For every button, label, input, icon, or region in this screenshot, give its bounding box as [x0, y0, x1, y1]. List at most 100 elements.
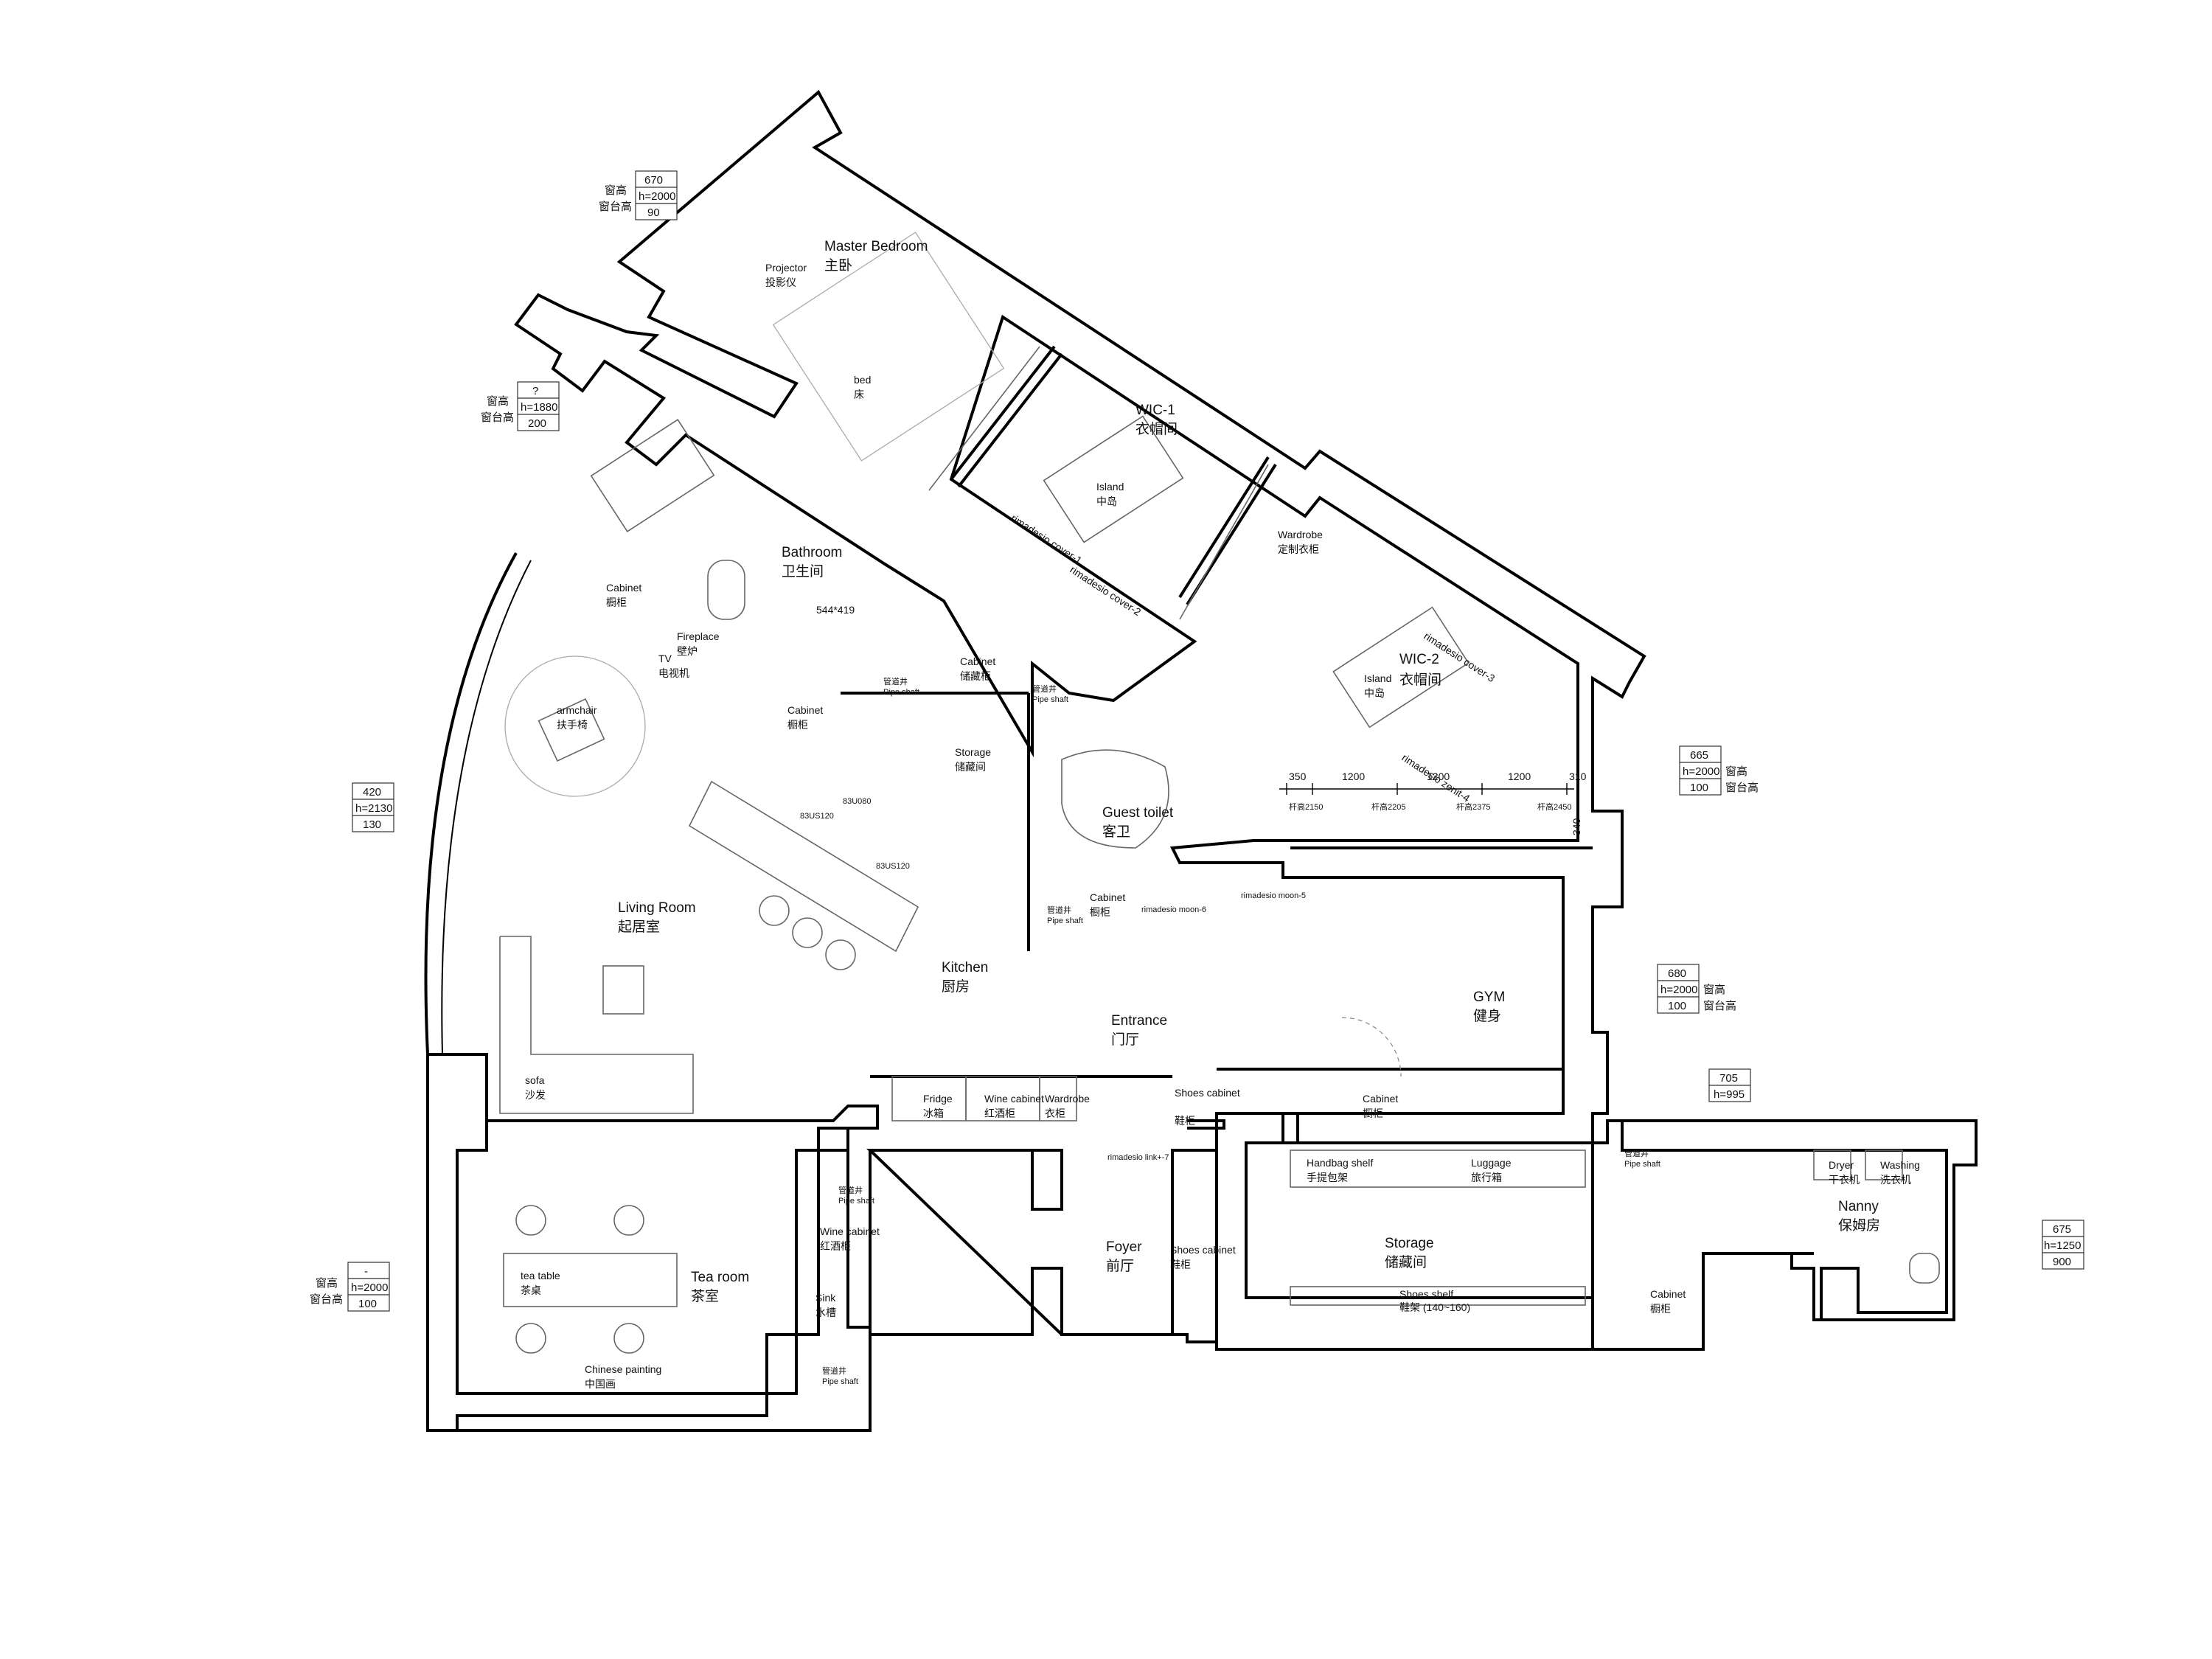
island1-label: Island [1096, 481, 1124, 493]
island1-label-cn: 中岛 [1096, 495, 1117, 507]
luggage-label-cn: 旅行箱 [1471, 1172, 1502, 1183]
w4-v0: 665 [1690, 749, 1708, 762]
pipe-bath2-label: Pipe shaft [1032, 695, 1068, 704]
dim-seg-2: 1200 [1427, 771, 1450, 782]
fireplace-label-cn: 壁炉 [677, 645, 698, 657]
dim-seg-4: 310 [1569, 771, 1587, 782]
wic1-label-cn: 衣帽间 [1135, 421, 1178, 437]
cabinet-lr2-label-cn: 橱柜 [787, 719, 808, 731]
living-room-label: Living Room [618, 900, 696, 916]
dimension-line: 350 1200 1200 1200 310 杆高2150 杆高2205 杆高2… [1279, 771, 1587, 835]
storage-big-label: Storage [1385, 1236, 1434, 1251]
pipe-bath1-label-cn: 管道井 [883, 676, 908, 686]
cabinet-lr2-label: Cabinet [787, 704, 823, 716]
tv-label-cn: 电视机 [658, 667, 689, 679]
bath-size-label: 544*419 [816, 604, 855, 616]
shoes-shelf-label: Shoes shelf [1399, 1288, 1453, 1300]
w8-v1: h=2000 [351, 1281, 388, 1294]
nanny-label: Nanny [1838, 1199, 1879, 1214]
fireplace-label: Fireplace [677, 630, 720, 642]
wardrobe2-label: Wardrobe [1045, 1093, 1090, 1105]
wic2-label-cn: 衣帽间 [1399, 672, 1441, 688]
rod-height-1: 杆高2205 [1371, 801, 1405, 812]
w2-cn-bottom: 窗台高 [481, 411, 514, 424]
pipe-bath1-label: Pipe shaft [883, 688, 919, 697]
code-0-label: 83US120 [800, 812, 834, 821]
w4-cn-bottom: 窗台高 [1725, 781, 1759, 794]
wardrobe-label: Wardrobe [1278, 529, 1323, 540]
cabinet-storage-label-cn: 储藏柜 [960, 670, 991, 682]
walls [424, 89, 1978, 1432]
kitchen-label: Kitchen [942, 960, 988, 975]
tv-label: TV [658, 653, 672, 664]
w5-cn-bottom: 窗台高 [1703, 999, 1736, 1012]
bathroom-label-cn: 卫生间 [782, 563, 824, 580]
window-tag-w2: ? h=1880 200 窗高 窗台高 [481, 381, 560, 431]
shoes-cab2-label-cn: 鞋柜 [1170, 1259, 1191, 1270]
zenit4-label: rimadesio zenit-4 [1399, 751, 1472, 804]
pipe-st-label-cn: 管道井 [1624, 1148, 1649, 1158]
storage-k-label: Storage [955, 746, 991, 758]
cabinet-bath-label-cn: 橱柜 [606, 597, 627, 608]
pipe-bath2-label-cn: 管道井 [1032, 684, 1057, 694]
dim-seg-1: 1200 [1342, 771, 1365, 782]
wardrobe2-label-cn: 衣柜 [1045, 1107, 1065, 1119]
wine-cab2-label-cn: 红酒柜 [820, 1240, 851, 1252]
storage-k-label-cn: 储藏间 [955, 761, 986, 773]
tea-table-label: tea table [521, 1270, 560, 1281]
window-tag-w6: 705 h=995 [1708, 1068, 1751, 1102]
window-tags: 670 h=2000 90 窗高 窗台高 ? h=1880 200 窗高 窗台高… [310, 170, 2084, 1312]
foyer-label: Foyer [1106, 1239, 1142, 1255]
sink-label: Sink [815, 1292, 836, 1304]
living-room-label-cn: 起居室 [618, 919, 660, 935]
shoes-cab1-label-cn: 鞋柜 [1175, 1115, 1195, 1127]
w8-v0: - [364, 1265, 368, 1278]
bed-label-cn: 床 [854, 389, 864, 400]
armchair-label: armchair [557, 704, 597, 716]
washing-label-cn: 洗衣机 [1880, 1174, 1911, 1186]
storage-big-label-cn: 储藏间 [1385, 1254, 1427, 1270]
projector-label-cn: 投影仪 [765, 276, 796, 288]
window-tag-w7: 675 h=1250 900 [2042, 1220, 2084, 1270]
pipe-gt-label-cn: 管道井 [1047, 905, 1071, 915]
w2-v2: 200 [528, 417, 546, 430]
handbag-label: Handbag shelf [1307, 1157, 1373, 1169]
dryer-label: Dryer [1829, 1159, 1854, 1171]
bed-label: bed [854, 374, 871, 386]
dim-seg-0: 350 [1289, 771, 1307, 782]
w6-v0: 705 [1719, 1072, 1738, 1085]
washing-label: Washing [1880, 1159, 1920, 1171]
window-tag-w5: 680 h=2000 100 窗高 窗台高 [1657, 964, 1736, 1014]
guest-toilet-label-cn: 客卫 [1102, 824, 1130, 840]
w1-v2: 90 [647, 206, 660, 219]
w1-cn-top: 窗高 [605, 184, 627, 197]
handbag-label-cn: 手提包架 [1307, 1172, 1348, 1183]
moon5-label: rimadesio moon-5 [1241, 891, 1306, 900]
w1-v1: h=2000 [639, 190, 675, 203]
cabinet-gym-label: Cabinet [1363, 1093, 1398, 1105]
furniture [499, 232, 1940, 1354]
cabinet-gym-label-cn: 橱柜 [1363, 1107, 1383, 1119]
cover1-label: rimadesio cover-1 [1009, 512, 1084, 566]
rod-height-0: 杆高2150 [1289, 801, 1323, 812]
sink-label-cn: 水槽 [815, 1307, 836, 1318]
dim-side: 340 [1571, 818, 1582, 835]
cabinet-bath-label: Cabinet [606, 582, 641, 594]
dim-seg-3: 1200 [1508, 771, 1531, 782]
pipe-tea1-label-cn: 管道井 [838, 1185, 863, 1195]
w3-v1: h=2130 [355, 802, 392, 815]
foyer-label-cn: 前厅 [1106, 1258, 1134, 1274]
w5-cn-top: 窗高 [1703, 983, 1725, 996]
w8-v2: 100 [358, 1298, 377, 1310]
cabinet-st-label: Cabinet [1650, 1288, 1686, 1300]
tea-room-label-cn: 茶室 [691, 1288, 719, 1304]
pipe-tea2-label-cn: 管道井 [822, 1366, 846, 1376]
cover2-label: rimadesio cover-2 [1068, 563, 1143, 618]
entrance-label-cn: 门厅 [1111, 1032, 1139, 1048]
shoes-shelf-label-cn: 鞋架 (140~160) [1399, 1301, 1470, 1313]
chinese-painting-label-cn: 中国画 [585, 1378, 616, 1390]
tea-table-label-cn: 茶桌 [521, 1284, 541, 1296]
wine-cab1-label-cn: 红酒柜 [984, 1107, 1015, 1119]
guest-toilet-label: Guest toilet [1102, 805, 1174, 821]
